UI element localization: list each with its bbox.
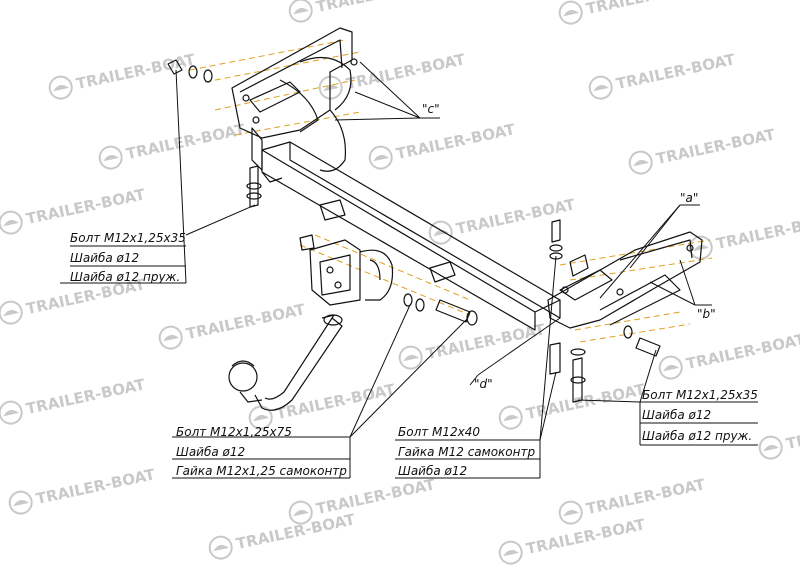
callout-bottom-left-line-1: Болт М12х1,25х75 (176, 425, 292, 439)
watermark: TRAILER-BOAT (658, 330, 800, 380)
watermark: TRAILER-BOAT (8, 465, 157, 515)
watermark: TRAILER-BOAT (688, 210, 800, 260)
main-crossbar (261, 141, 561, 331)
watermark: TRAILER-BOAT (428, 195, 577, 245)
watermark: TRAILER-BOAT (248, 380, 397, 430)
callout-bottom-left-line-3: Гайка М12х1,25 самоконтр (176, 464, 347, 478)
towbar-drawing (167, 27, 703, 411)
watermark-text: TRAILER-BOAT (234, 510, 357, 553)
callout-top-left-line-3: Шайба ø12 пруж. (70, 270, 180, 284)
boat-logo-icon (98, 145, 123, 170)
watermark: TRAILER-BOAT (398, 320, 547, 370)
point-label-b: "b" (697, 307, 716, 321)
watermark-text: TRAILER-BOAT (454, 195, 577, 238)
watermark-text: TRAILER-BOAT (714, 210, 800, 253)
boat-logo-icon (398, 345, 423, 370)
boat-logo-icon (158, 325, 183, 350)
watermark-text: TRAILER-BOAT (24, 185, 147, 228)
watermark-text: TRAILER-BOAT (614, 50, 737, 93)
boat-logo-icon (428, 220, 453, 245)
callout-bottom-left: Болт М12х1,25х75 Шайба ø12 Гайка М12х1,2… (172, 425, 350, 479)
callout-bottom-right-line-3: Шайба ø12 пруж. (642, 429, 752, 443)
boat-logo-icon (48, 75, 73, 100)
watermark: TRAILER-BOAT (98, 120, 247, 170)
watermark: TRAILER-BOAT (0, 375, 147, 425)
watermark: TRAILER-BOAT (208, 510, 357, 560)
watermark: TRAILER-BOAT (158, 300, 307, 350)
watermark-text: TRAILER-BOAT (394, 120, 517, 163)
callout-bottom-left-line-2: Шайба ø12 (176, 445, 245, 459)
watermark: TRAILER-BOAT (498, 515, 647, 565)
callout-top-left: Болт М12х1,25х35 Шайба ø12 Шайба ø12 пру… (70, 231, 186, 284)
watermark-text: TRAILER-BOAT (314, 0, 437, 16)
watermark: TRAILER-BOAT (758, 410, 800, 460)
watermark: TRAILER-BOAT (288, 475, 437, 525)
watermark-text: TRAILER-BOAT (24, 375, 147, 418)
watermark-text: TRAILER-BOAT (654, 125, 777, 168)
point-label-a: "а" (680, 191, 698, 205)
watermark-text: TRAILER-BOAT (524, 515, 647, 558)
watermark: TRAILER-BOAT (0, 185, 147, 235)
watermark-text: TRAILER-BOAT (684, 330, 800, 373)
fasteners (167, 59, 661, 403)
boat-logo-icon (368, 145, 393, 170)
point-label-c: "с" (422, 102, 440, 116)
watermark-text: TRAILER-BOAT (344, 50, 467, 93)
callout-bottom-middle: Болт М12х40 Гайка М12 самоконтр Шайба ø1… (395, 425, 540, 479)
boat-logo-icon (688, 235, 713, 260)
hitch-mount-plate (299, 234, 394, 306)
callout-bottom-middle-line-3: Шайба ø12 (398, 464, 467, 478)
boat-logo-icon (658, 355, 683, 380)
boat-logo-icon (248, 405, 273, 430)
watermark: TRAILER-BOAT (558, 0, 707, 25)
callout-bottom-middle-line-1: Болт М12х40 (398, 425, 480, 439)
boat-logo-icon (0, 300, 23, 325)
callout-bottom-right-line-1: Болт М12х1,25х35 (642, 388, 758, 402)
tow-ball-arm (228, 314, 343, 411)
boat-logo-icon (588, 75, 613, 100)
boat-logo-icon (288, 500, 313, 525)
watermark-text: TRAILER-BOAT (274, 380, 397, 423)
boat-logo-icon (0, 400, 23, 425)
boat-logo-icon (8, 490, 33, 515)
callout-bottom-right-line-2: Шайба ø12 (642, 408, 711, 422)
boat-logo-icon (558, 500, 583, 525)
boat-logo-icon (208, 535, 233, 560)
leader-lines (60, 61, 758, 478)
boat-logo-icon (318, 75, 343, 100)
watermark-text: TRAILER-BOAT (184, 300, 307, 343)
boat-logo-icon (558, 0, 583, 25)
boat-logo-icon (0, 210, 23, 235)
watermark: TRAILER-BOAT (588, 50, 737, 100)
watermark-text: TRAILER-BOAT (314, 475, 437, 518)
watermark: TRAILER-BOAT (628, 125, 777, 175)
callout-top-left-line-2: Шайба ø12 (70, 251, 139, 265)
callout-bottom-right: Болт М12х1,25х35 Шайба ø12 Шайба ø12 пру… (640, 388, 758, 446)
watermark-text: TRAILER-BOAT (584, 475, 707, 518)
boat-logo-icon (288, 0, 313, 23)
watermark-text: TRAILER-BOAT (34, 465, 157, 508)
boat-logo-icon (758, 435, 783, 460)
watermark: TRAILER-BOAT (288, 0, 437, 23)
right-mounting-bracket (547, 231, 703, 329)
watermark: TRAILER-BOAT (368, 120, 517, 170)
callout-bottom-middle-line-2: Гайка М12 самоконтр (398, 445, 535, 459)
callout-top-left-line-1: Болт М12х1,25х35 (70, 231, 186, 245)
boat-logo-icon (628, 150, 653, 175)
boat-logo-icon (498, 405, 523, 430)
dashed-guide-lines (189, 39, 713, 343)
left-mounting-bracket (231, 27, 358, 172)
watermark-text: TRAILER-BOAT (784, 410, 800, 453)
watermark-text: TRAILER-BOAT (584, 0, 707, 18)
watermark: TRAILER-BOAT (48, 50, 197, 100)
watermark-text: TRAILER-BOAT (124, 120, 247, 163)
point-label-d: "d" (474, 377, 493, 391)
boat-logo-icon (498, 540, 523, 565)
